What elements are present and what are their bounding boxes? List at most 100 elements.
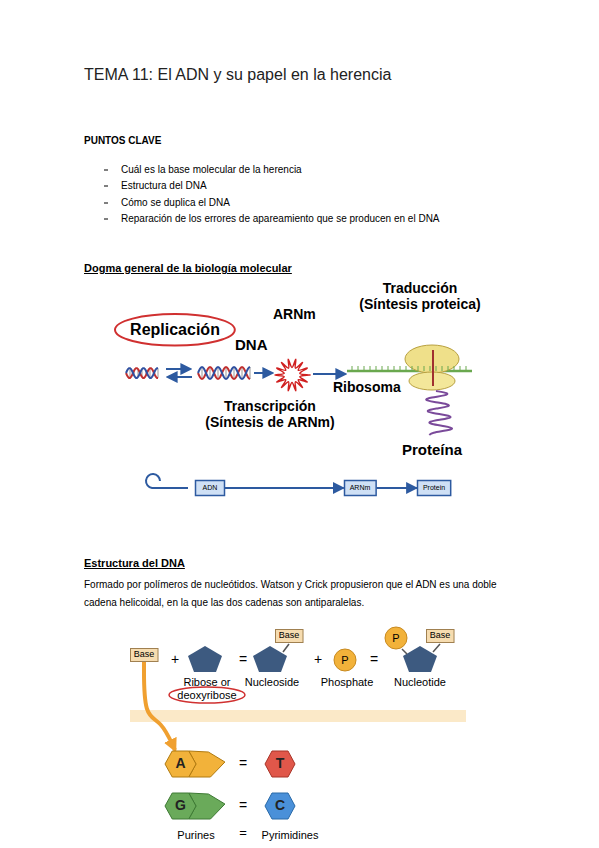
bullet-item: Reparación de los errores de apareamient…: [121, 213, 440, 225]
figure-label: Ribosoma: [333, 379, 401, 395]
codon-tick: [448, 366, 449, 371]
operator: =: [239, 651, 247, 667]
codon-tick: [436, 366, 437, 371]
dna-helix: [198, 367, 250, 379]
connector-arrow: [144, 662, 175, 750]
dogma-figure: [146, 345, 472, 488]
helix-strand: [198, 367, 250, 379]
figure-label: Ribose or deoxyribose: [171, 676, 243, 701]
section-heading: Estructura del DNA: [84, 557, 185, 570]
nucleotide-figure: [130, 644, 466, 722]
bond: [402, 649, 407, 654]
sugar-pentagon: [253, 646, 287, 672]
helix-rung: [226, 367, 227, 379]
node-shape: [196, 481, 225, 496]
figure-label: Proteína: [402, 441, 462, 458]
helix-rung: [250, 367, 251, 379]
pyrimidine-shape: C: [265, 792, 295, 820]
node-shape: [426, 630, 454, 643]
replication-line: [168, 487, 188, 489]
helix-rung: [234, 367, 235, 379]
pyrimidine-shape: T: [265, 750, 295, 778]
node-text: Base: [430, 631, 451, 641]
operator: =: [239, 826, 247, 841]
node-text: Base: [134, 650, 155, 660]
node-shape: [115, 314, 235, 346]
helix-strand: [198, 367, 250, 379]
process-box: Protein: [417, 480, 451, 496]
mrna-strand: [347, 370, 472, 373]
highlight-oval: Replicación: [114, 313, 236, 347]
helix-rung: [210, 367, 211, 379]
transcription-arrow: [254, 372, 272, 374]
bullet-item: Cómo se duplica el DNA: [121, 197, 230, 209]
helix-strand: [126, 368, 158, 378]
codon-tick: [412, 366, 413, 371]
node-outline: [165, 792, 227, 820]
node-shape: [344, 481, 376, 496]
node-shape: [334, 649, 356, 671]
node-text: Base: [279, 631, 300, 641]
figure-label: Transcripción (Síntesis de ARNm): [200, 398, 340, 430]
node-outline: [165, 750, 227, 778]
codon-tick: [418, 366, 419, 371]
bullet-dashes: [104, 170, 108, 219]
sugar-pentagon: [403, 646, 437, 672]
bullet-dash: [104, 186, 108, 187]
node-shape: [165, 793, 196, 819]
node-shape: [165, 751, 196, 777]
operator: +: [171, 651, 179, 667]
pre-mrna: [275, 359, 310, 390]
sugar-pentagon: [188, 646, 222, 672]
codon-tick: [406, 366, 407, 371]
codon-tick: [466, 366, 467, 371]
codon-tick: [358, 366, 359, 371]
connector-arrow: [225, 487, 344, 489]
codon-tick: [352, 366, 353, 371]
codon-tick: [364, 366, 365, 371]
protein-chain: [426, 391, 452, 435]
bullet-item: Estructura del DNA: [121, 180, 207, 192]
bond: [283, 644, 289, 652]
node-shape: [265, 751, 295, 777]
page-title: TEMA 11: El ADN y su papel en la herenci…: [84, 66, 391, 84]
node-shape: [385, 627, 407, 649]
node-text: T: [276, 756, 285, 771]
node-shape: [265, 793, 295, 819]
base-box: Base: [130, 648, 159, 662]
codon-tick: [424, 366, 425, 371]
replication-arrow: [168, 376, 192, 378]
codon-tick: [370, 366, 371, 371]
codon-tick: [376, 366, 377, 371]
figure-label: Nucleotide: [394, 676, 446, 689]
codon-tick: [454, 366, 455, 371]
base-box: Base: [426, 629, 455, 643]
codon-tick: [442, 366, 443, 371]
figure-label: ARNm: [273, 306, 316, 322]
phosphate-circle: P: [333, 648, 357, 672]
node-text: P: [341, 654, 348, 666]
process-box: ARNm: [344, 480, 377, 496]
operator: =: [239, 797, 247, 813]
codon-tick: [430, 366, 431, 371]
beige-band: [130, 710, 466, 722]
node-text: P: [392, 632, 399, 644]
bullet-dash: [104, 219, 108, 220]
purine-shape: G: [165, 792, 227, 820]
codon-tick: [400, 366, 401, 371]
node-text: Replicación: [130, 321, 220, 339]
codon-tick: [382, 366, 383, 371]
node-text: A: [175, 756, 185, 771]
node-text: C: [275, 798, 285, 813]
section-label: PUNTOS CLAVE: [84, 135, 161, 147]
helix-rung: [202, 367, 203, 379]
figure-label: DNA: [235, 336, 268, 353]
node-shape: [275, 630, 303, 643]
mrna-arrow: [313, 373, 345, 375]
node-shape: [417, 481, 450, 496]
figure-label: Phosphate: [321, 676, 374, 689]
trna: [432, 350, 434, 386]
paragraph: Formado por polímeros de nucleótidos. Wa…: [84, 576, 524, 612]
bullet-dash: [104, 170, 108, 171]
node-text: Protein: [423, 484, 445, 492]
